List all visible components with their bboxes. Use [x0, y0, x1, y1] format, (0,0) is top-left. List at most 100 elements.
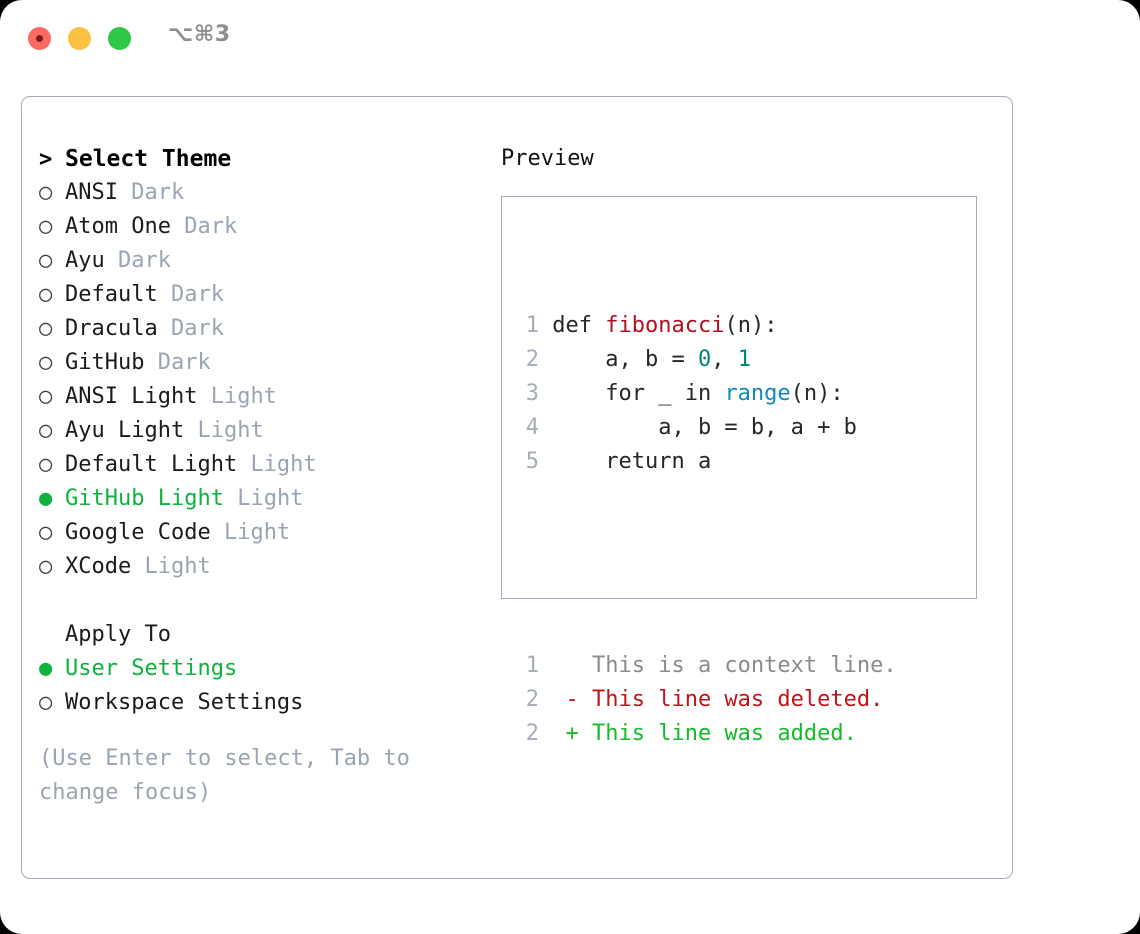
radio-empty-icon[interactable]: ○	[39, 520, 53, 545]
select-theme-header: > Select Theme	[39, 142, 479, 176]
theme-list-item[interactable]: ○ XCode Light	[39, 550, 479, 584]
diff-line-number: 1	[525, 653, 539, 678]
apply-to-item[interactable]: ○Workspace Settings	[39, 686, 479, 720]
theme-list-item[interactable]: ○ Ayu Dark	[39, 244, 479, 278]
radio-selected-icon[interactable]: ●	[39, 656, 53, 681]
theme-item-label: XCode	[65, 554, 132, 579]
code-token: 1	[737, 347, 751, 372]
radio-selected-icon[interactable]: ●	[39, 486, 53, 511]
theme-item-variant-badge: Light	[223, 520, 291, 545]
theme-list-item[interactable]: ● GitHub Light Light	[39, 482, 479, 516]
theme-item-label: Ayu	[65, 248, 105, 273]
theme-item-label: Default	[65, 282, 158, 307]
section-spacer	[39, 584, 479, 618]
diff-line-text: - This line was deleted.	[539, 687, 884, 712]
theme-item-variant-badge: Light	[250, 452, 317, 477]
theme-item-label: Default Light	[65, 452, 238, 477]
code-line-number: 3	[525, 381, 539, 406]
theme-item-label: Dracula	[65, 316, 158, 341]
theme-item-variant-badge: Dark	[184, 214, 238, 239]
theme-item-variant-badge: Light	[197, 418, 264, 443]
preview-column: Preview 1 def fibonacci(n):2 a, b = 0, 1…	[501, 142, 991, 746]
diff-line-text: This is a context line.	[539, 653, 897, 678]
main-panel: > Select Theme ○ ANSI Dark ○ Atom One Dark ○ A…	[21, 96, 1013, 879]
theme-item-label: Ayu Light	[65, 418, 185, 443]
keyboard-shortcut-label: ⌥⌘3	[168, 22, 231, 47]
code-line: 2 a, b = 0, 1	[517, 343, 897, 377]
theme-item-variant-badge: Dark	[170, 316, 224, 341]
theme-list-item[interactable]: ○ Ayu Light Light	[39, 414, 479, 448]
theme-item-label: Google Code	[65, 520, 211, 545]
diff-line-number: 2	[525, 687, 539, 712]
code-token: a, b =	[552, 347, 698, 372]
radio-empty-icon[interactable]: ○	[39, 214, 53, 239]
theme-list-item[interactable]: ○ Google Code Light	[39, 516, 479, 550]
diff-line-number: 2	[525, 721, 539, 746]
radio-empty-icon[interactable]: ○	[39, 554, 53, 579]
theme-item-variant-badge: Light	[237, 486, 304, 511]
code-line-number: 1	[525, 313, 539, 338]
blank-marker-icon	[39, 618, 65, 652]
theme-item-variant-badge: Dark	[170, 282, 224, 307]
code-line-number: 2	[525, 347, 539, 372]
code-token: range	[724, 381, 791, 406]
theme-list-item[interactable]: ○ Default Dark	[39, 278, 479, 312]
theme-item-variant-badge: Dark	[131, 180, 185, 205]
radio-empty-icon[interactable]: ○	[39, 418, 53, 443]
window-close-button[interactable]	[28, 27, 51, 50]
code-line-number: 4	[525, 415, 539, 440]
code-token: for _ in	[552, 381, 725, 406]
theme-item-variant-badge: Dark	[118, 248, 171, 273]
radio-empty-icon[interactable]: ○	[39, 384, 53, 409]
window-maximize-button[interactable]	[108, 27, 131, 50]
code-line: 5 return a	[517, 445, 897, 479]
code-token: ,	[711, 347, 738, 372]
theme-list-item[interactable]: ○ Atom One Dark	[39, 210, 479, 244]
window-minimize-button[interactable]	[68, 27, 91, 50]
theme-item-label: GitHub Light	[65, 486, 224, 511]
theme-item-label: ANSI Light	[65, 384, 198, 409]
code-token: (n):	[790, 381, 844, 406]
theme-item-variant-badge: Light	[144, 554, 211, 579]
theme-item-label: ANSI	[65, 180, 118, 205]
code-token: (n):	[724, 313, 778, 338]
diff-line: 2 - This line was deleted.	[517, 683, 897, 717]
code-line: 1 def fibonacci(n):	[517, 309, 897, 343]
keyboard-hint-text: (Use Enter to select, Tab to change focu…	[39, 746, 410, 805]
preview-title: Preview	[501, 146, 594, 171]
theme-item-variant-badge: Light	[210, 384, 277, 409]
prompt-caret-icon: >	[39, 147, 53, 172]
code-token: def	[552, 313, 606, 338]
radio-empty-icon[interactable]: ○	[39, 350, 53, 375]
radio-empty-icon[interactable]: ○	[39, 180, 53, 205]
code-line-number: 5	[525, 449, 539, 474]
radio-empty-icon[interactable]: ○	[39, 282, 53, 307]
code-token: 0	[697, 347, 712, 372]
theme-list-item[interactable]: ○ ANSI Dark	[39, 176, 479, 210]
diff-block: 1 This is a context line.2 - This line w…	[517, 649, 897, 751]
theme-list-item[interactable]: ○GitHub Dark	[39, 346, 479, 380]
radio-empty-icon[interactable]: ○	[39, 452, 53, 477]
code-line: 4 a, b = b, a + b	[517, 411, 897, 445]
diff-line: 2 + This line was added.	[517, 717, 897, 751]
theme-list-item[interactable]: ○ Dracula Dark	[39, 312, 479, 346]
theme-list-item[interactable]: ○ ANSI Light Light	[39, 380, 479, 414]
theme-list-item[interactable]: ○ Default Light Light	[39, 448, 479, 482]
radio-empty-icon[interactable]: ○	[39, 690, 53, 715]
radio-empty-icon[interactable]: ○	[39, 248, 53, 273]
code-diff-gap	[517, 547, 897, 581]
apply-to-item[interactable]: ●User Settings	[39, 652, 479, 686]
diff-line-text: + This line was added.	[539, 721, 857, 746]
code-token: return a	[552, 449, 712, 474]
code-token: a, b = b, a + b	[552, 415, 857, 440]
theme-item-label: Atom One	[65, 214, 171, 239]
radio-empty-icon[interactable]: ○	[39, 316, 53, 341]
apply-to-list: ●User Settings○Workspace Settings	[39, 652, 479, 720]
select-theme-header-label: Select Theme	[65, 146, 232, 172]
title-bar: ⌥⌘3	[0, 0, 1140, 78]
apply-to-header: Apply To	[39, 618, 479, 652]
